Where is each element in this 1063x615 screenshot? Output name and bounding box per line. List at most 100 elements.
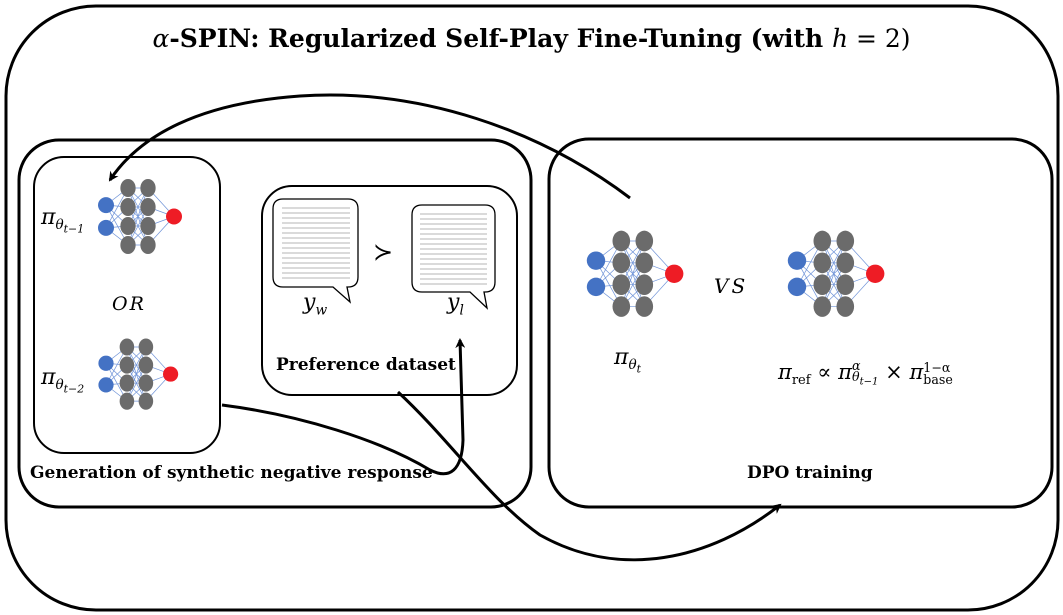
hidden-node: [119, 374, 135, 392]
policy-current-label: πθt: [614, 345, 641, 376]
hidden-node: [635, 252, 654, 274]
y-symbol: y: [303, 290, 316, 315]
ref-subscript: ref: [791, 373, 811, 389]
input-node: [787, 251, 807, 270]
outer-frame: [4, 4, 1060, 612]
time-index: t−1: [63, 223, 85, 237]
one-minus-alpha-superscript: 1−α: [923, 360, 951, 376]
feedback-arrow: [108, 93, 631, 200]
network-edge: [620, 240, 645, 307]
proportional-symbol: ∝: [817, 360, 832, 384]
hidden-node: [635, 296, 654, 317]
theta-symbol: θ: [55, 377, 64, 394]
hidden-node: [120, 236, 136, 254]
hidden-node: [813, 230, 832, 252]
negative-response-arrow: [221, 338, 466, 476]
loser-subscript: l: [459, 302, 464, 319]
hidden-node: [612, 274, 631, 296]
hidden-node: [612, 252, 631, 274]
hidden-node: [120, 198, 136, 216]
output-node: [163, 366, 179, 382]
time-index: t: [636, 363, 642, 377]
hidden-node: [138, 356, 154, 374]
theta-symbol: θ: [851, 369, 860, 385]
winner-subscript: w: [315, 302, 328, 319]
input-node: [98, 355, 114, 371]
hidden-node: [119, 356, 135, 374]
hidden-node: [138, 338, 154, 356]
vs-label: VS: [714, 274, 749, 298]
hidden-node: [836, 252, 855, 274]
output-node: [166, 208, 182, 225]
title-h: h: [831, 24, 849, 53]
loser-label: yl: [447, 290, 464, 318]
preference-label: Preference dataset: [276, 355, 456, 375]
input-node: [98, 197, 114, 214]
network-edge: [126, 346, 147, 402]
pi-symbol: π: [778, 360, 792, 384]
hidden-node: [140, 217, 156, 235]
output-node: [665, 264, 684, 283]
hidden-node: [836, 296, 855, 317]
times-symbol: ×: [885, 360, 903, 384]
hidden-node: [120, 217, 136, 235]
pi-symbol: π: [909, 360, 924, 384]
dpo-frame: [547, 137, 1054, 509]
hidden-node: [138, 374, 154, 392]
input-node: [586, 277, 606, 297]
input-node: [586, 251, 606, 270]
theta-symbol: θ: [628, 357, 637, 374]
network-edge: [127, 187, 149, 246]
pi-symbol: π: [614, 345, 629, 370]
output-node: [866, 264, 885, 283]
generation-label: Generation of synthetic negative respons…: [30, 463, 433, 483]
hidden-node: [813, 296, 832, 317]
loser-speech-bubble: [411, 204, 496, 310]
pi-symbol: π: [41, 205, 56, 230]
hidden-node: [836, 230, 855, 252]
network-edge: [821, 240, 846, 307]
hidden-node: [813, 274, 832, 296]
pi-symbol: π: [41, 365, 56, 390]
hidden-node: [635, 274, 654, 296]
network-current-icon: [586, 230, 684, 317]
base-subscript: base: [923, 371, 953, 387]
hidden-node: [119, 338, 135, 356]
hidden-node: [612, 230, 631, 252]
hidden-node: [138, 392, 154, 410]
title-eq: = 2): [848, 24, 911, 53]
time-index: t−2: [63, 383, 85, 397]
hidden-node: [813, 252, 832, 274]
input-node: [98, 377, 114, 393]
theta-symbol: θ: [55, 217, 64, 234]
input-node: [98, 219, 114, 236]
policy-prev-1-label: πθt−1: [41, 205, 84, 236]
generation-frame: [17, 138, 533, 509]
hidden-node: [635, 230, 654, 252]
prefers-symbol: ≻: [373, 238, 394, 266]
dataset-to-dpo-arrow: [396, 390, 782, 562]
hidden-node: [836, 274, 855, 296]
preference-frame: [261, 185, 518, 396]
network-reference-icon: [787, 230, 885, 317]
dpo-label: DPO training: [747, 463, 873, 483]
hidden-node: [140, 236, 156, 254]
time-index: t−1: [859, 376, 879, 388]
alpha-superscript: α: [851, 358, 861, 374]
pi-symbol: π: [838, 360, 852, 384]
diagram-title: α-SPIN: Regularized Self-Play Fine-Tunin…: [0, 24, 1063, 53]
network-prev-2-icon: [98, 338, 179, 410]
winner-speech-bubble: [272, 198, 359, 304]
title-text: -SPIN: Regularized Self-Play Fine-Tuning…: [169, 24, 832, 53]
hidden-node: [120, 179, 136, 197]
hidden-node: [119, 392, 135, 410]
hidden-node: [140, 198, 156, 216]
title-alpha: α: [152, 24, 170, 53]
hidden-node: [140, 179, 156, 197]
or-label: OR: [112, 293, 146, 315]
winner-label: yw: [303, 290, 327, 318]
network-prev-1-icon: [98, 179, 182, 254]
hidden-node: [612, 296, 631, 317]
